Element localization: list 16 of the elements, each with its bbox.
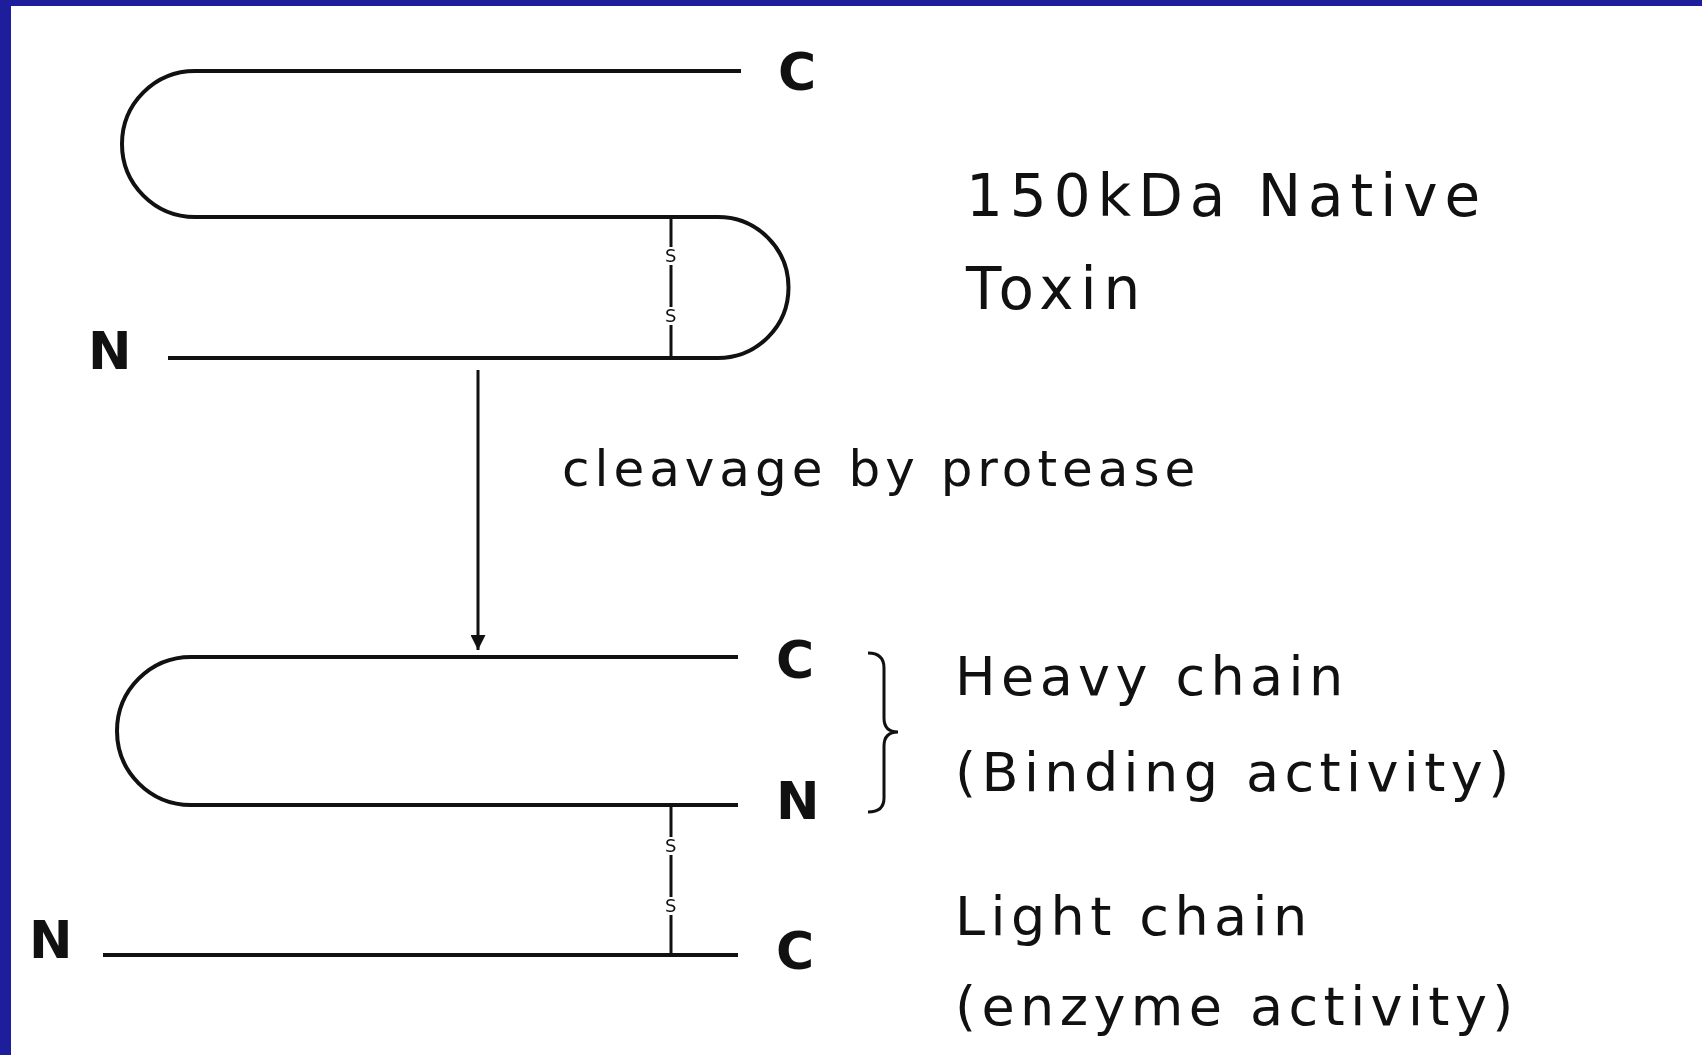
disulfide-label: S [664, 307, 678, 325]
arrow [470, 370, 486, 650]
terminus-label: N [29, 914, 73, 966]
disulfide-label: S [664, 837, 678, 855]
terminus-label: C [778, 46, 817, 98]
disulfide-label: S [664, 247, 678, 265]
molecule-caption: 150kDa Native Toxin [966, 161, 1489, 325]
terminus-label: N [776, 775, 820, 827]
disulfide-label: S [664, 897, 678, 915]
terminus-label: C [776, 634, 815, 686]
terminus-label: N [88, 325, 132, 377]
chain-label: (enzyme activity) [955, 980, 1519, 1034]
chain-label: Light chain [955, 890, 1313, 944]
chain-label: (Binding activity) [955, 746, 1515, 800]
terminus-label: C [776, 925, 815, 977]
chain-label: Heavy chain [955, 650, 1349, 704]
